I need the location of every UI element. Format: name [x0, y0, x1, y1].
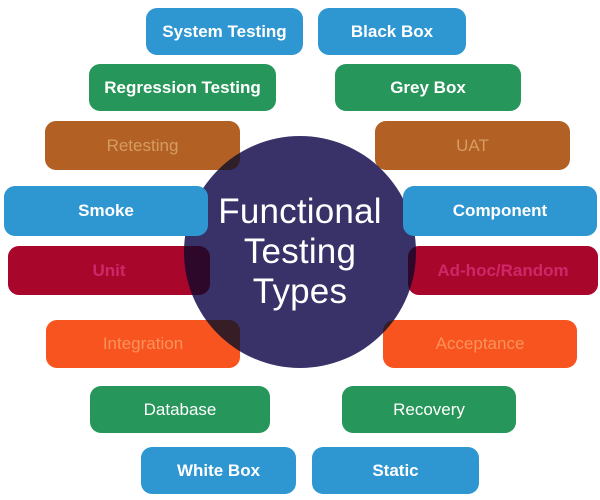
node-acceptance[interactable]: Acceptance [383, 320, 577, 368]
node-static[interactable]: Static [312, 447, 479, 494]
node-white-box[interactable]: White Box [141, 447, 296, 494]
node-label: Unit [92, 260, 126, 280]
node-grey-box[interactable]: Grey Box [335, 64, 521, 111]
node-label: Smoke [78, 201, 134, 220]
node-unit[interactable]: Unit [8, 246, 210, 295]
node-label: Component [452, 201, 548, 220]
node-ad-hoc-random[interactable]: Ad-hoc/Random [408, 246, 598, 295]
node-label: Integration [102, 334, 184, 353]
node-label: Static [372, 460, 419, 480]
node-label: Grey Box [390, 77, 466, 97]
node-label: White Box [176, 460, 261, 480]
node-database[interactable]: Database [90, 386, 270, 433]
center-circle [184, 136, 416, 368]
node-label: Regression Testing [104, 77, 261, 97]
node-smoke[interactable]: Smoke [4, 186, 208, 236]
node-black-box[interactable]: Black Box [318, 8, 466, 55]
node-system-testing[interactable]: System Testing [146, 8, 303, 55]
node-label: Retesting [106, 135, 179, 155]
node-component[interactable]: Component [403, 186, 597, 236]
node-retesting[interactable]: Retesting [45, 121, 240, 170]
node-label: UAT [456, 135, 489, 155]
node-label: Black Box [350, 21, 434, 41]
node-recovery[interactable]: Recovery [342, 386, 516, 433]
node-label: Recovery [393, 399, 465, 419]
node-label: Acceptance [435, 334, 525, 353]
node-regression-testing[interactable]: Regression Testing [89, 64, 276, 111]
node-label: System Testing [162, 21, 287, 41]
node-uat[interactable]: UAT [375, 121, 570, 170]
node-label: Ad-hoc/Random [437, 260, 569, 280]
node-label: Database [143, 399, 217, 419]
